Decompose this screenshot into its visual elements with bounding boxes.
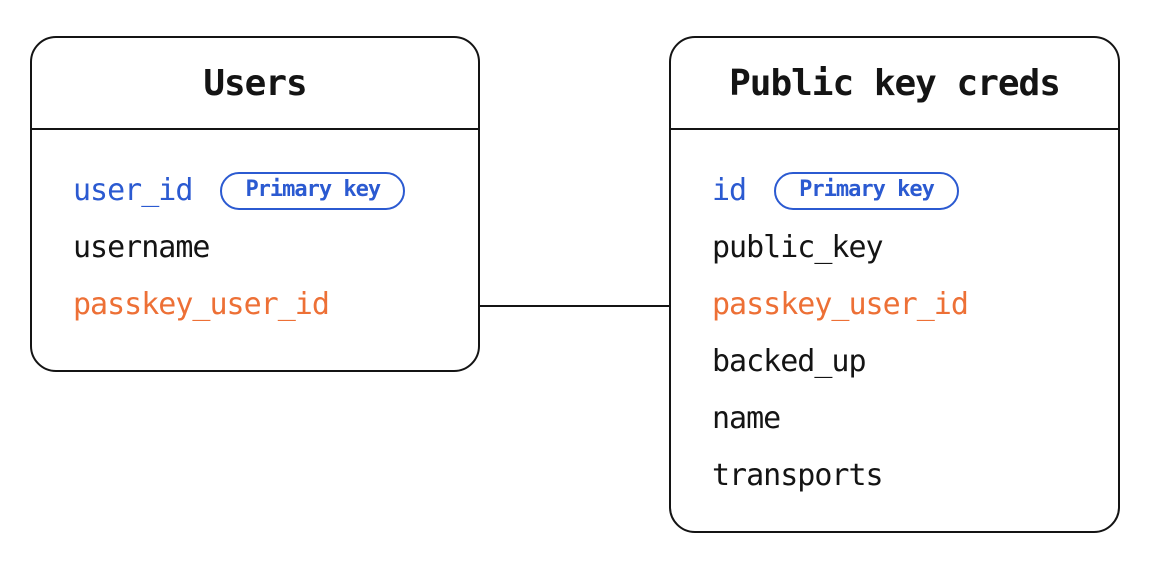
table-users-title: Users bbox=[203, 62, 307, 104]
field-row-public-key: public_key bbox=[712, 219, 1108, 276]
field-row-transports: transports bbox=[712, 447, 1108, 504]
field-name-passkey-user-id: passkey_user_id bbox=[712, 287, 969, 322]
field-row-id: id Primary key bbox=[712, 162, 1108, 219]
field-name-username: username bbox=[73, 230, 210, 265]
primary-key-badge: Primary key bbox=[774, 171, 959, 210]
field-name-passkey-user-id: passkey_user_id bbox=[73, 287, 330, 322]
field-row-passkey-user-id: passkey_user_id bbox=[712, 276, 1108, 333]
field-row-backed-up: backed_up bbox=[712, 333, 1108, 390]
table-public-key-creds-title: Public key creds bbox=[729, 62, 1061, 104]
field-name-user-id: user_id bbox=[73, 173, 193, 208]
table-users-field-list: user_id Primary key username passkey_use… bbox=[32, 130, 478, 333]
field-row-passkey-user-id: passkey_user_id bbox=[73, 276, 468, 333]
field-row-name: name bbox=[712, 390, 1108, 447]
primary-key-badge: Primary key bbox=[220, 171, 406, 210]
table-users-header: Users bbox=[32, 38, 478, 130]
table-public-key-creds-header: Public key creds bbox=[671, 38, 1118, 130]
table-users: Users user_id Primary key username passk… bbox=[30, 36, 480, 372]
field-name-public-key: public_key bbox=[712, 230, 884, 265]
field-name-id: id bbox=[712, 173, 747, 208]
field-row-username: username bbox=[73, 219, 468, 276]
field-name-transports: transports bbox=[712, 458, 884, 493]
field-name-backed-up: backed_up bbox=[712, 344, 867, 379]
relationship-line bbox=[480, 305, 669, 307]
field-row-user-id: user_id Primary key bbox=[73, 162, 468, 219]
table-public-key-creds: Public key creds id Primary key public_k… bbox=[669, 36, 1120, 533]
field-name-name: name bbox=[712, 401, 781, 436]
table-public-key-creds-field-list: id Primary key public_key passkey_user_i… bbox=[671, 130, 1118, 504]
